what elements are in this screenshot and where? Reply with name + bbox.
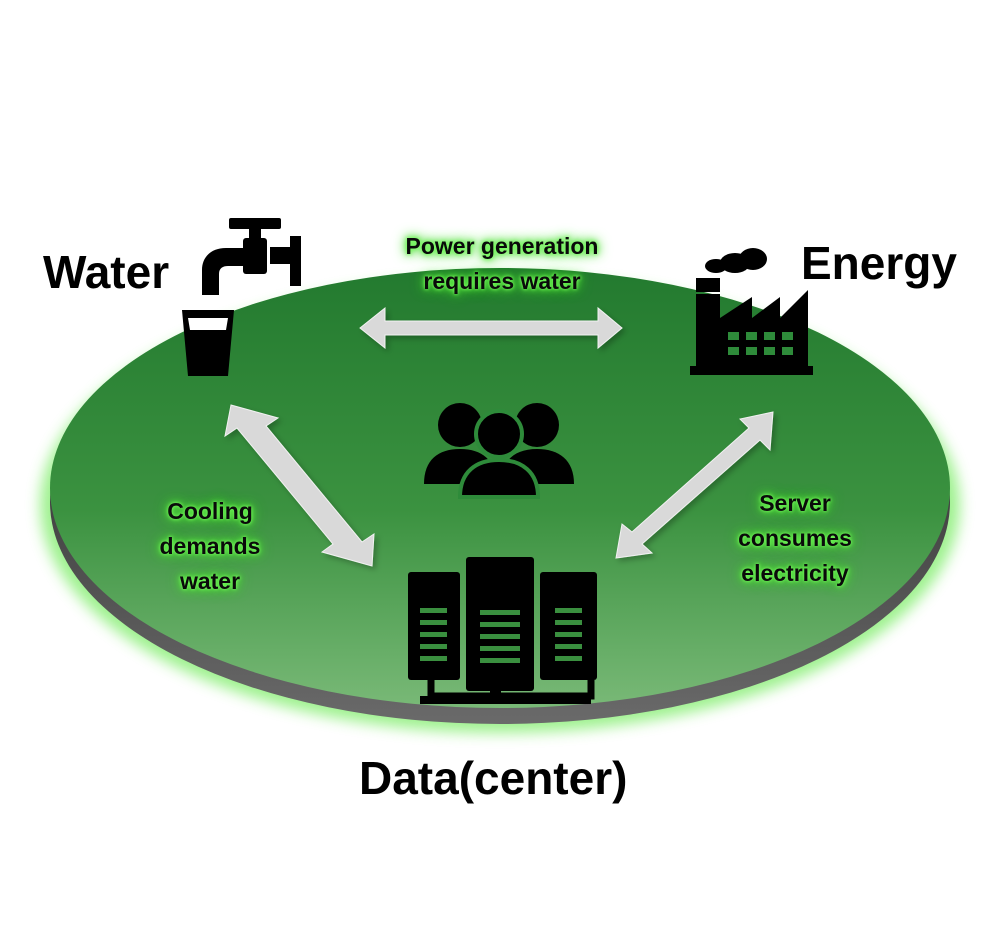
water-glass-icon [182, 310, 234, 376]
water-tap-icon [202, 218, 301, 295]
server-rack-icon [408, 557, 597, 704]
node-water-label: Water [43, 246, 170, 298]
node-energy-label: Energy [801, 237, 957, 289]
edge-water-energy-label: Power generation requires water [405, 233, 599, 294]
arrow-water-datacenter [224, 404, 375, 567]
people-group-icon [424, 403, 574, 499]
arrow-energy-datacenter [615, 411, 774, 559]
edge-energy-datacenter-label: Server consumes electricity [738, 490, 852, 586]
arrow-water-energy [359, 306, 623, 350]
node-datacenter-label: Data(center) [359, 752, 628, 804]
edge-water-datacenter-label: Cooling demands water [159, 498, 261, 594]
factory-icon [690, 248, 813, 375]
